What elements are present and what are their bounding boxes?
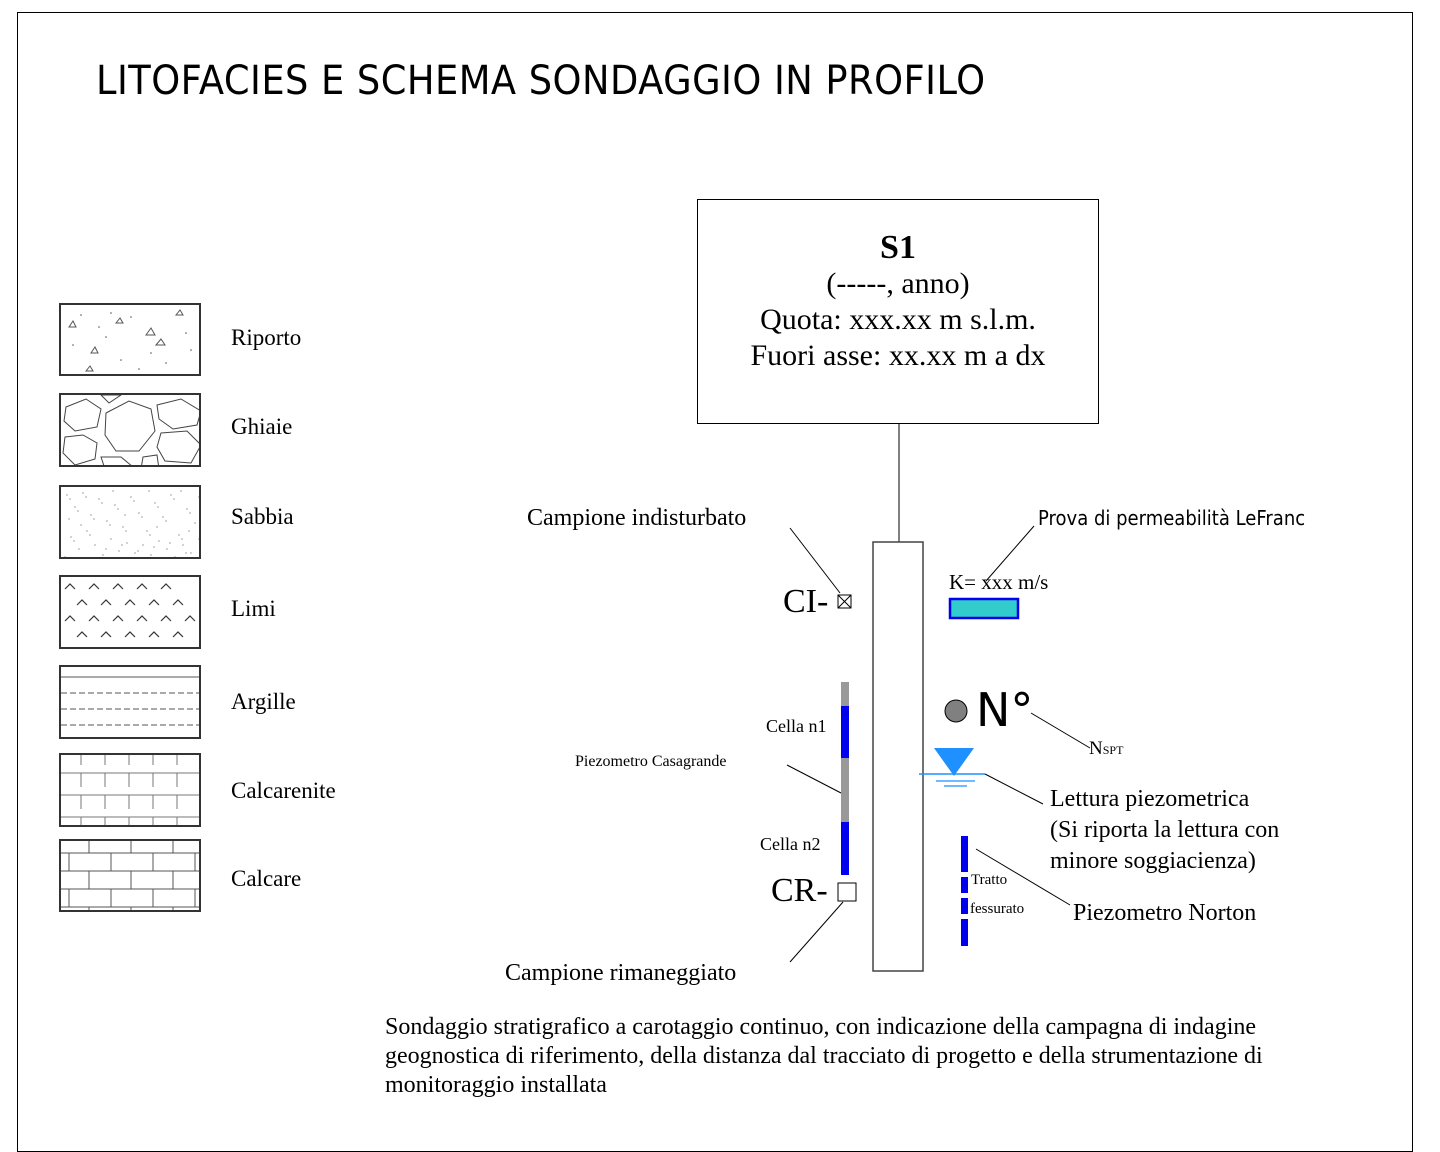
swatch-riporto: [59, 303, 201, 376]
label-slotted-1: Tratto: [971, 872, 1008, 888]
borehole-header-box: S1 (-----, anno) Quota: xxx.xx m s.l.m. …: [697, 199, 1099, 424]
ghiaie-pattern: [62, 395, 199, 465]
legend-label-argille: Argille: [231, 689, 296, 714]
label-piezo-reading-2: (Si riporta la lettura con: [1050, 817, 1280, 843]
swatch-calcare: [59, 839, 201, 912]
borehole-campaign: (-----, anno): [826, 267, 970, 300]
label-nspt: NSPT: [1089, 738, 1123, 760]
borehole-offset: Fuori asse: xx.xx m a dx: [750, 339, 1046, 372]
legend-label-calcarenite: Calcarenite: [231, 778, 336, 803]
page-title: LITOFACIES E SCHEMA SONDAGGIO IN PROFILO: [96, 58, 986, 104]
label-piezo-reading-3: minore soggiacienza): [1050, 848, 1256, 874]
swatch-sabbia: [59, 485, 201, 559]
leader-casagrande: [786, 764, 842, 794]
label-norton: Piezometro Norton: [1073, 900, 1257, 926]
borehole-column: [872, 541, 924, 972]
leader-water: [984, 773, 1044, 805]
calcarenite-pattern: [61, 755, 199, 825]
legend-label-limi: Limi: [231, 596, 276, 621]
riporto-pattern: [68, 309, 192, 372]
label-nspt-main: N: [1089, 738, 1103, 759]
diagram-caption: Sondaggio stratigrafico a carotaggio con…: [385, 1014, 1263, 1098]
leader-undisturbed: [789, 527, 841, 594]
leader-lefranc: [985, 525, 1035, 582]
label-k-value: K= xxx m/s: [949, 570, 1049, 594]
label-cell-1: Cella n1: [766, 716, 827, 736]
label-ci-code: CI-: [783, 583, 829, 620]
legend-label-ghiaie: Ghiaie: [231, 414, 293, 439]
label-piezo-reading-1: Lettura piezometrica: [1050, 786, 1250, 812]
label-remolded-sample: Campione rimaneggiato: [505, 960, 737, 986]
limi-pattern: [64, 583, 196, 638]
lefranc-test-icon: [948, 597, 1020, 620]
sabbia-pattern: [64, 490, 199, 557]
undisturbed-sample-icon: [837, 594, 852, 609]
casagrande-piezometer: [841, 682, 849, 875]
argille-pattern: [61, 676, 199, 726]
leader-remolded: [789, 901, 844, 963]
label-slotted-2: fessurato: [970, 901, 1025, 917]
borehole-elevation: Quota: xxx.xx m s.l.m.: [760, 303, 1036, 336]
label-nspt-sub: SPT: [1102, 743, 1124, 757]
label-lefranc: Prova di permeabilità LeFranc: [1038, 506, 1306, 530]
leader-norton: [975, 848, 1071, 906]
swatch-argille: [59, 665, 201, 739]
norton-piezometer: [960, 836, 969, 946]
label-nspt-symbol: N°: [976, 683, 1034, 737]
label-casagrande: Piezometro Casagrande: [575, 753, 727, 770]
nspt-dot-icon: [944, 699, 968, 723]
swatch-calcarenite: [59, 753, 201, 827]
label-cr-code: CR-: [771, 872, 828, 909]
swatch-ghiaie: [59, 393, 201, 467]
legend-label-calcare: Calcare: [231, 866, 302, 891]
calcare-pattern: [61, 841, 199, 910]
label-undisturbed-sample: Campione indisturbato: [527, 505, 747, 531]
swatch-limi: [59, 575, 201, 649]
leader-nspt: [1030, 712, 1091, 749]
legend-label-riporto: Riporto: [231, 325, 302, 350]
borehole-name: S1: [880, 229, 916, 266]
remolded-sample-icon: [837, 882, 857, 902]
legend-label-sabbia: Sabbia: [231, 504, 294, 529]
water-level-icon: [919, 748, 985, 787]
label-cell-2: Cella n2: [760, 834, 821, 854]
